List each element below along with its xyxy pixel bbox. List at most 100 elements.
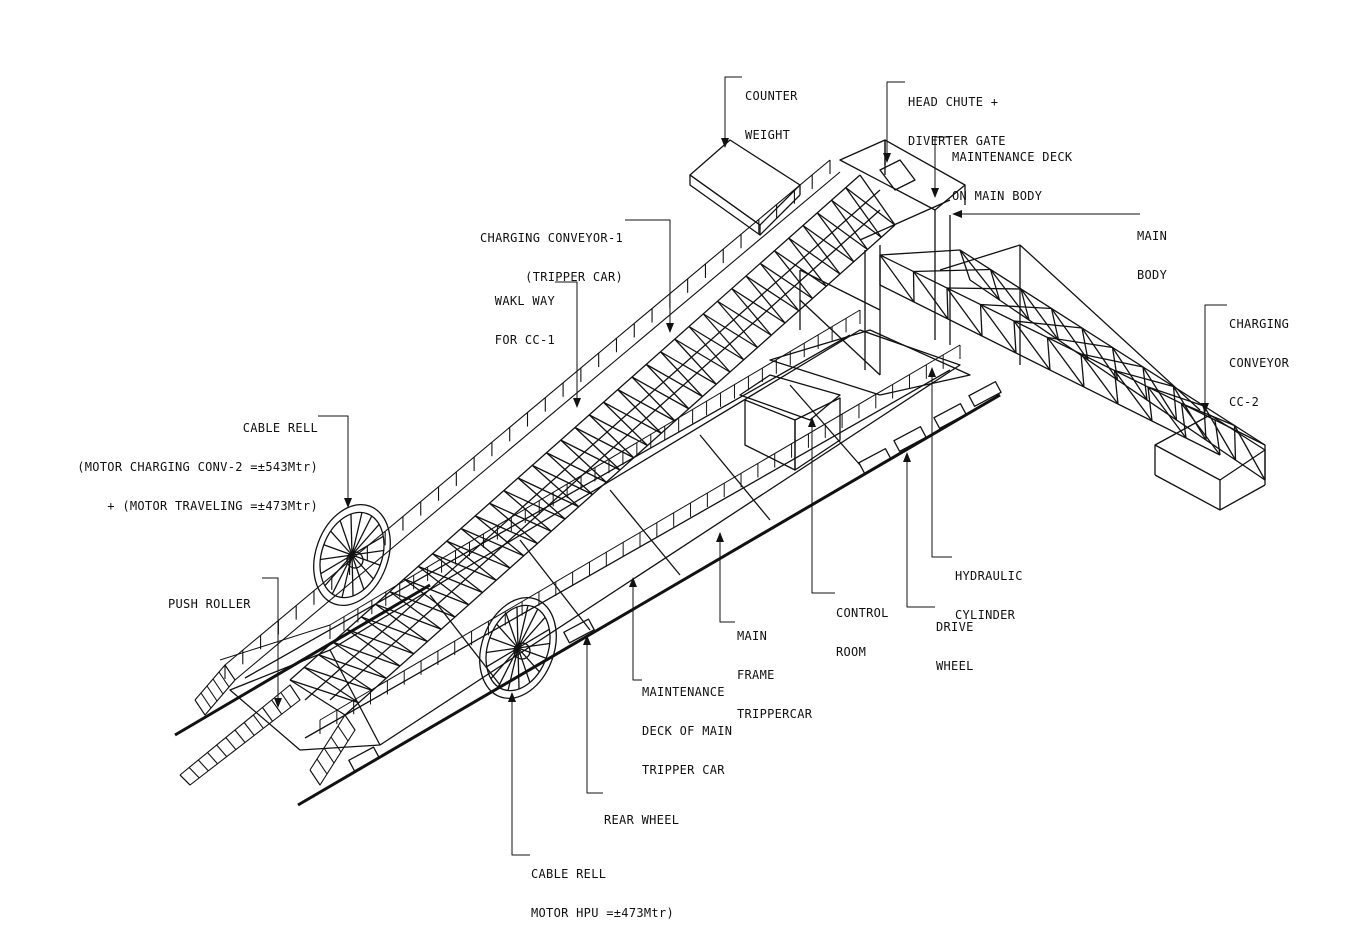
- structure-member: [1203, 405, 1207, 441]
- structure-member: [802, 224, 855, 263]
- structure-member: [1080, 353, 1119, 405]
- structure-member: [759, 262, 813, 300]
- structure-member: [361, 616, 428, 643]
- structure-member: [517, 605, 529, 649]
- structure-member: [197, 759, 209, 772]
- structure-member: [218, 671, 230, 688]
- structure-member: [717, 300, 758, 348]
- structure-member: [1114, 369, 1174, 388]
- label-line: ON MAIN BODY: [952, 189, 1043, 203]
- structure-member: [1013, 320, 1051, 371]
- structure-member: [702, 313, 758, 349]
- structure-member: [517, 628, 550, 649]
- rail-left: [174, 583, 431, 737]
- structure-member: [271, 699, 283, 715]
- structure-member: [560, 439, 621, 471]
- structure-member: [531, 464, 593, 496]
- structure-member: [745, 275, 800, 312]
- label-line: (TRIPPER CAR): [525, 270, 623, 284]
- leader-arrows: [274, 138, 1209, 708]
- structure-member: [216, 744, 228, 758]
- structure-member: [1172, 386, 1178, 421]
- structure-member: [859, 174, 896, 226]
- structure-member: [503, 490, 566, 520]
- structure-member: [403, 578, 456, 618]
- structure-member: [351, 512, 363, 556]
- label-line: DECK OF MAIN: [642, 724, 733, 738]
- structure-member: [588, 414, 635, 459]
- structure-member: [350, 514, 353, 556]
- label-hydraulic-cylinder: HYDRAULIC CYLINDER: [955, 544, 1023, 635]
- structure-member: [816, 212, 868, 251]
- structure-member: [207, 752, 218, 765]
- structure-member: [332, 641, 387, 679]
- structure-member: [645, 363, 690, 410]
- structure-member: [1180, 403, 1187, 439]
- structure-member: [980, 303, 1052, 310]
- structure-member: [660, 351, 717, 385]
- structure-member: [489, 637, 519, 649]
- structure-member: [1111, 347, 1119, 381]
- structure-member: [959, 249, 1001, 301]
- label-line: CONVEYOR: [1229, 356, 1290, 370]
- structure-member: [617, 389, 676, 422]
- structure-member: [309, 769, 321, 786]
- structure-member: [351, 515, 373, 556]
- structure-member: [262, 707, 273, 722]
- structure-member: [1233, 425, 1237, 461]
- structure-member: [389, 591, 456, 618]
- structure-member: [517, 647, 520, 689]
- structure-member: [546, 452, 607, 483]
- label-line: DIVERTER GATE: [908, 134, 1006, 148]
- structure-member: [979, 304, 983, 337]
- structure-member: [1147, 386, 1153, 422]
- structure-member: [330, 736, 342, 753]
- structure-member: [517, 477, 580, 508]
- label-main-body: MAIN BODY: [1137, 204, 1167, 295]
- structure-member: [979, 304, 1017, 354]
- structure-member: [1013, 320, 1083, 329]
- structure-member: [1081, 327, 1119, 381]
- structure-member: [289, 679, 346, 716]
- label-line: MAINTENANCE: [642, 685, 725, 699]
- structure-member: [344, 714, 356, 731]
- structure-member: [225, 737, 237, 750]
- structure-member: [1020, 288, 1030, 321]
- structure-member: [674, 338, 731, 373]
- label-line: DRIVE: [936, 620, 974, 634]
- structure-member: [339, 520, 353, 556]
- structure-member: [1147, 386, 1205, 407]
- structure-member: [845, 187, 882, 238]
- label-line: WHEEL: [936, 659, 974, 673]
- structure-member: [816, 212, 855, 263]
- label-charging-conveyor-cc2: CHARGING CONVEYOR CC-2: [1229, 292, 1289, 422]
- stairs: [179, 664, 356, 786]
- structure-member: [460, 527, 525, 557]
- structure-member: [879, 254, 915, 303]
- label-line: + (MOTOR TRAVELING =±473Mtr): [107, 499, 318, 513]
- label-line: CONTROL: [836, 606, 889, 620]
- structure-member: [913, 268, 991, 273]
- structure-member: [517, 647, 540, 673]
- structure-member: [446, 540, 511, 569]
- structure-member: [1181, 402, 1235, 427]
- structure-member: [959, 249, 971, 281]
- control-room: [739, 374, 841, 471]
- structure-member: [432, 553, 483, 594]
- structure-member: [318, 654, 387, 679]
- label-counter-weight: COUNTER WEIGHT: [745, 64, 798, 155]
- structure-member: [517, 616, 546, 649]
- structure-member: [845, 187, 896, 226]
- structure-member: [631, 376, 690, 410]
- structure-member: [989, 269, 1030, 321]
- label-line: TRIPPERCAR: [737, 707, 813, 721]
- label-line: WAKL WAY: [494, 294, 555, 308]
- label-control-room: CONTROL ROOM: [836, 581, 889, 672]
- label-line: MOTOR HPU =±473Mtr): [531, 906, 674, 920]
- structure-member: [289, 684, 301, 701]
- label-line: FOR CC-1: [494, 333, 555, 347]
- structure-member: [1142, 366, 1148, 401]
- structure-member: [1050, 308, 1060, 341]
- tripper-car-drawing: [174, 76, 1266, 856]
- structure-member: [1113, 370, 1119, 405]
